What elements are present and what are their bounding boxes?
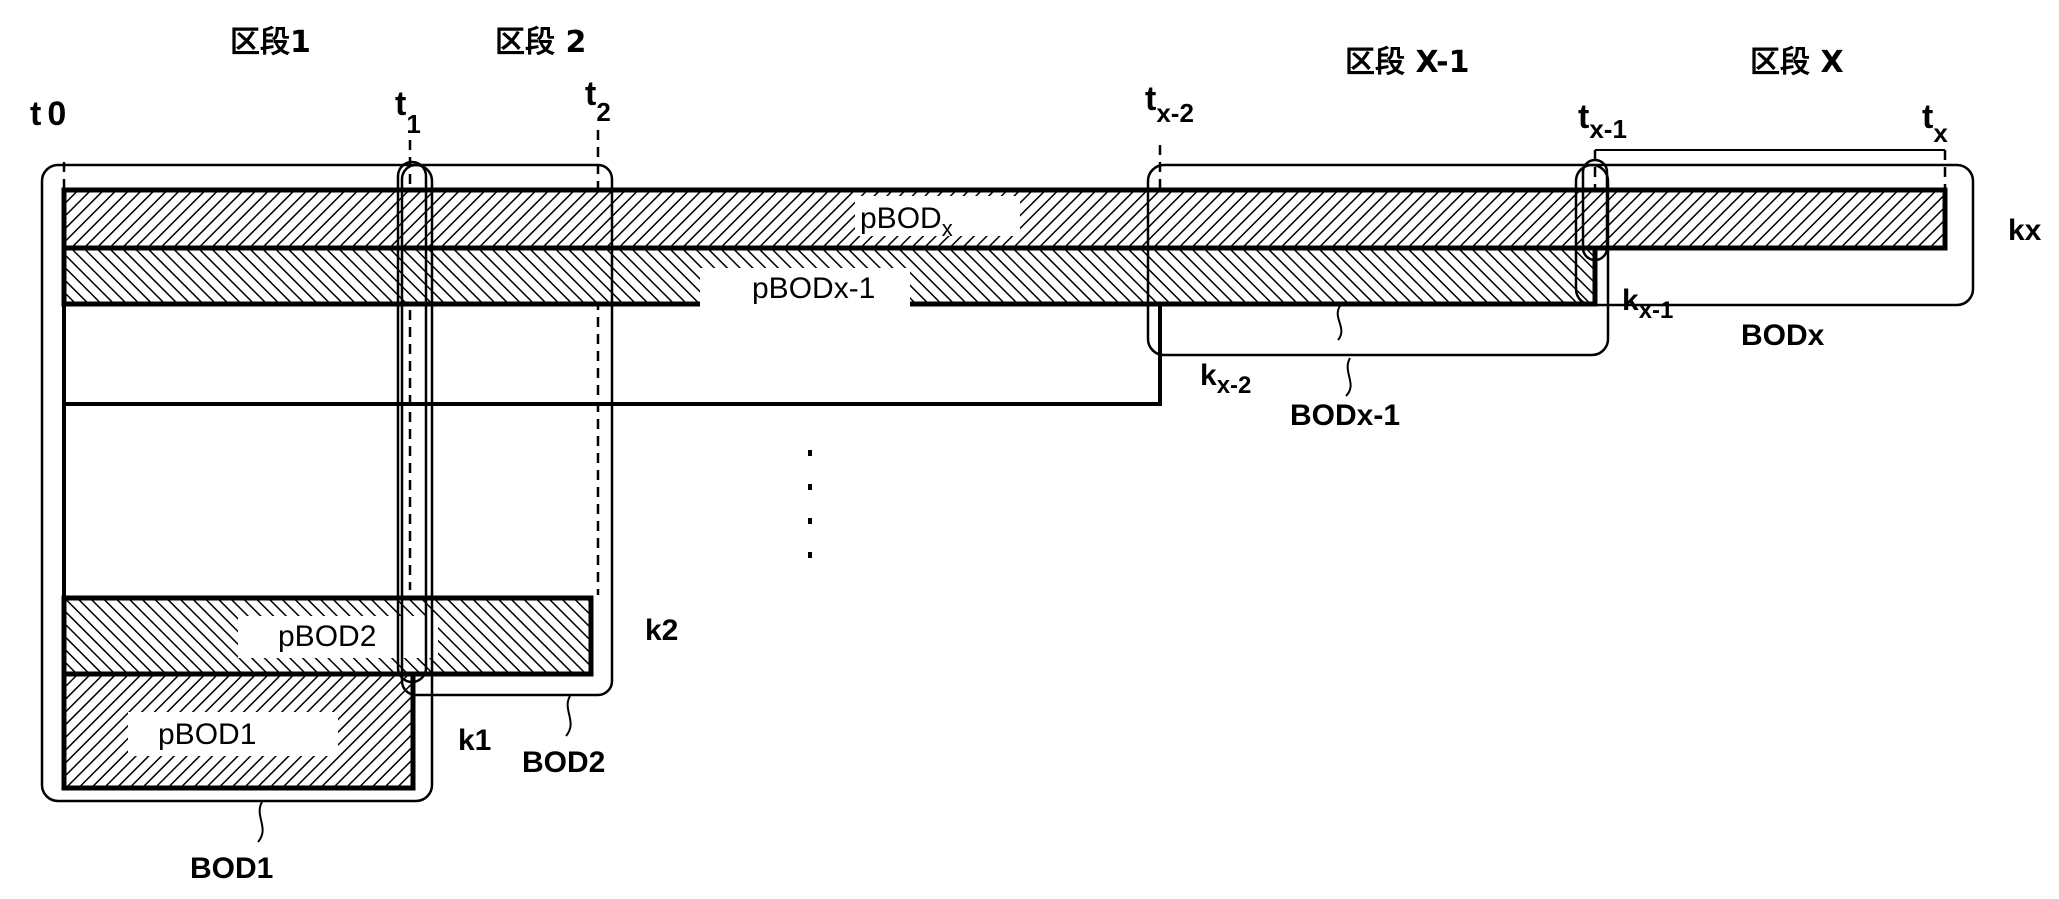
- t1-capsule: [396, 160, 428, 684]
- level-k1-label: k1: [458, 724, 491, 757]
- segment-x-minus-1-label: 区段 X-1: [1345, 45, 1469, 80]
- time-tx-minus-1-label: tx-1: [1578, 98, 1627, 144]
- bod-x-outline: [1574, 163, 1975, 307]
- pbod-1-label: pBOD1: [158, 718, 256, 751]
- level-kx-label: kx: [2008, 214, 2042, 247]
- bod-1-outline: [40, 163, 434, 803]
- bod-x-leader: [1336, 305, 1343, 341]
- pbod-x-label-box: [855, 196, 1020, 236]
- bod-x-minus-1-label: BODx-1: [1290, 399, 1400, 432]
- bod-x-label: BODx: [1741, 319, 1825, 352]
- time-t1-label: t1: [395, 85, 421, 139]
- time-tx-minus-2-label: tx-2: [1145, 80, 1194, 128]
- level-k2-label: k2: [645, 614, 678, 647]
- pbod-x-label: pBODx: [860, 202, 953, 241]
- tx-minus-1-capsule: [1581, 158, 1609, 262]
- pbod-1-label-box: [128, 712, 338, 756]
- segment-x-label: 区段 X: [1750, 45, 1844, 80]
- time-t2-label: t2: [585, 75, 611, 127]
- level-kx-minus-2-label: kx-2: [1200, 359, 1251, 399]
- bod-2-leader: [565, 695, 572, 737]
- pbod-2-label: pBOD2: [278, 620, 376, 653]
- segment-2-label: 区段 2: [495, 25, 586, 60]
- bod-x-minus-1-leader: [1345, 357, 1352, 397]
- level-kx-minus-1-label: kx-1: [1622, 284, 1673, 324]
- bod-2-label: BOD2: [522, 746, 605, 779]
- bod-1-leader: [257, 801, 264, 843]
- pbod-x-minus-1-label-box: [700, 268, 910, 308]
- bod-1-label: BOD1: [190, 852, 273, 885]
- pbod-x-minus-1-label: pBODx-1: [752, 272, 875, 305]
- bod-x-minus-1-outline: [1146, 163, 1610, 357]
- bod-2-outline: [400, 163, 614, 697]
- segment-1-label: 区段1: [230, 25, 311, 60]
- time-tx-label: tx: [1922, 98, 1948, 148]
- pbod-2-label-box: [238, 616, 438, 658]
